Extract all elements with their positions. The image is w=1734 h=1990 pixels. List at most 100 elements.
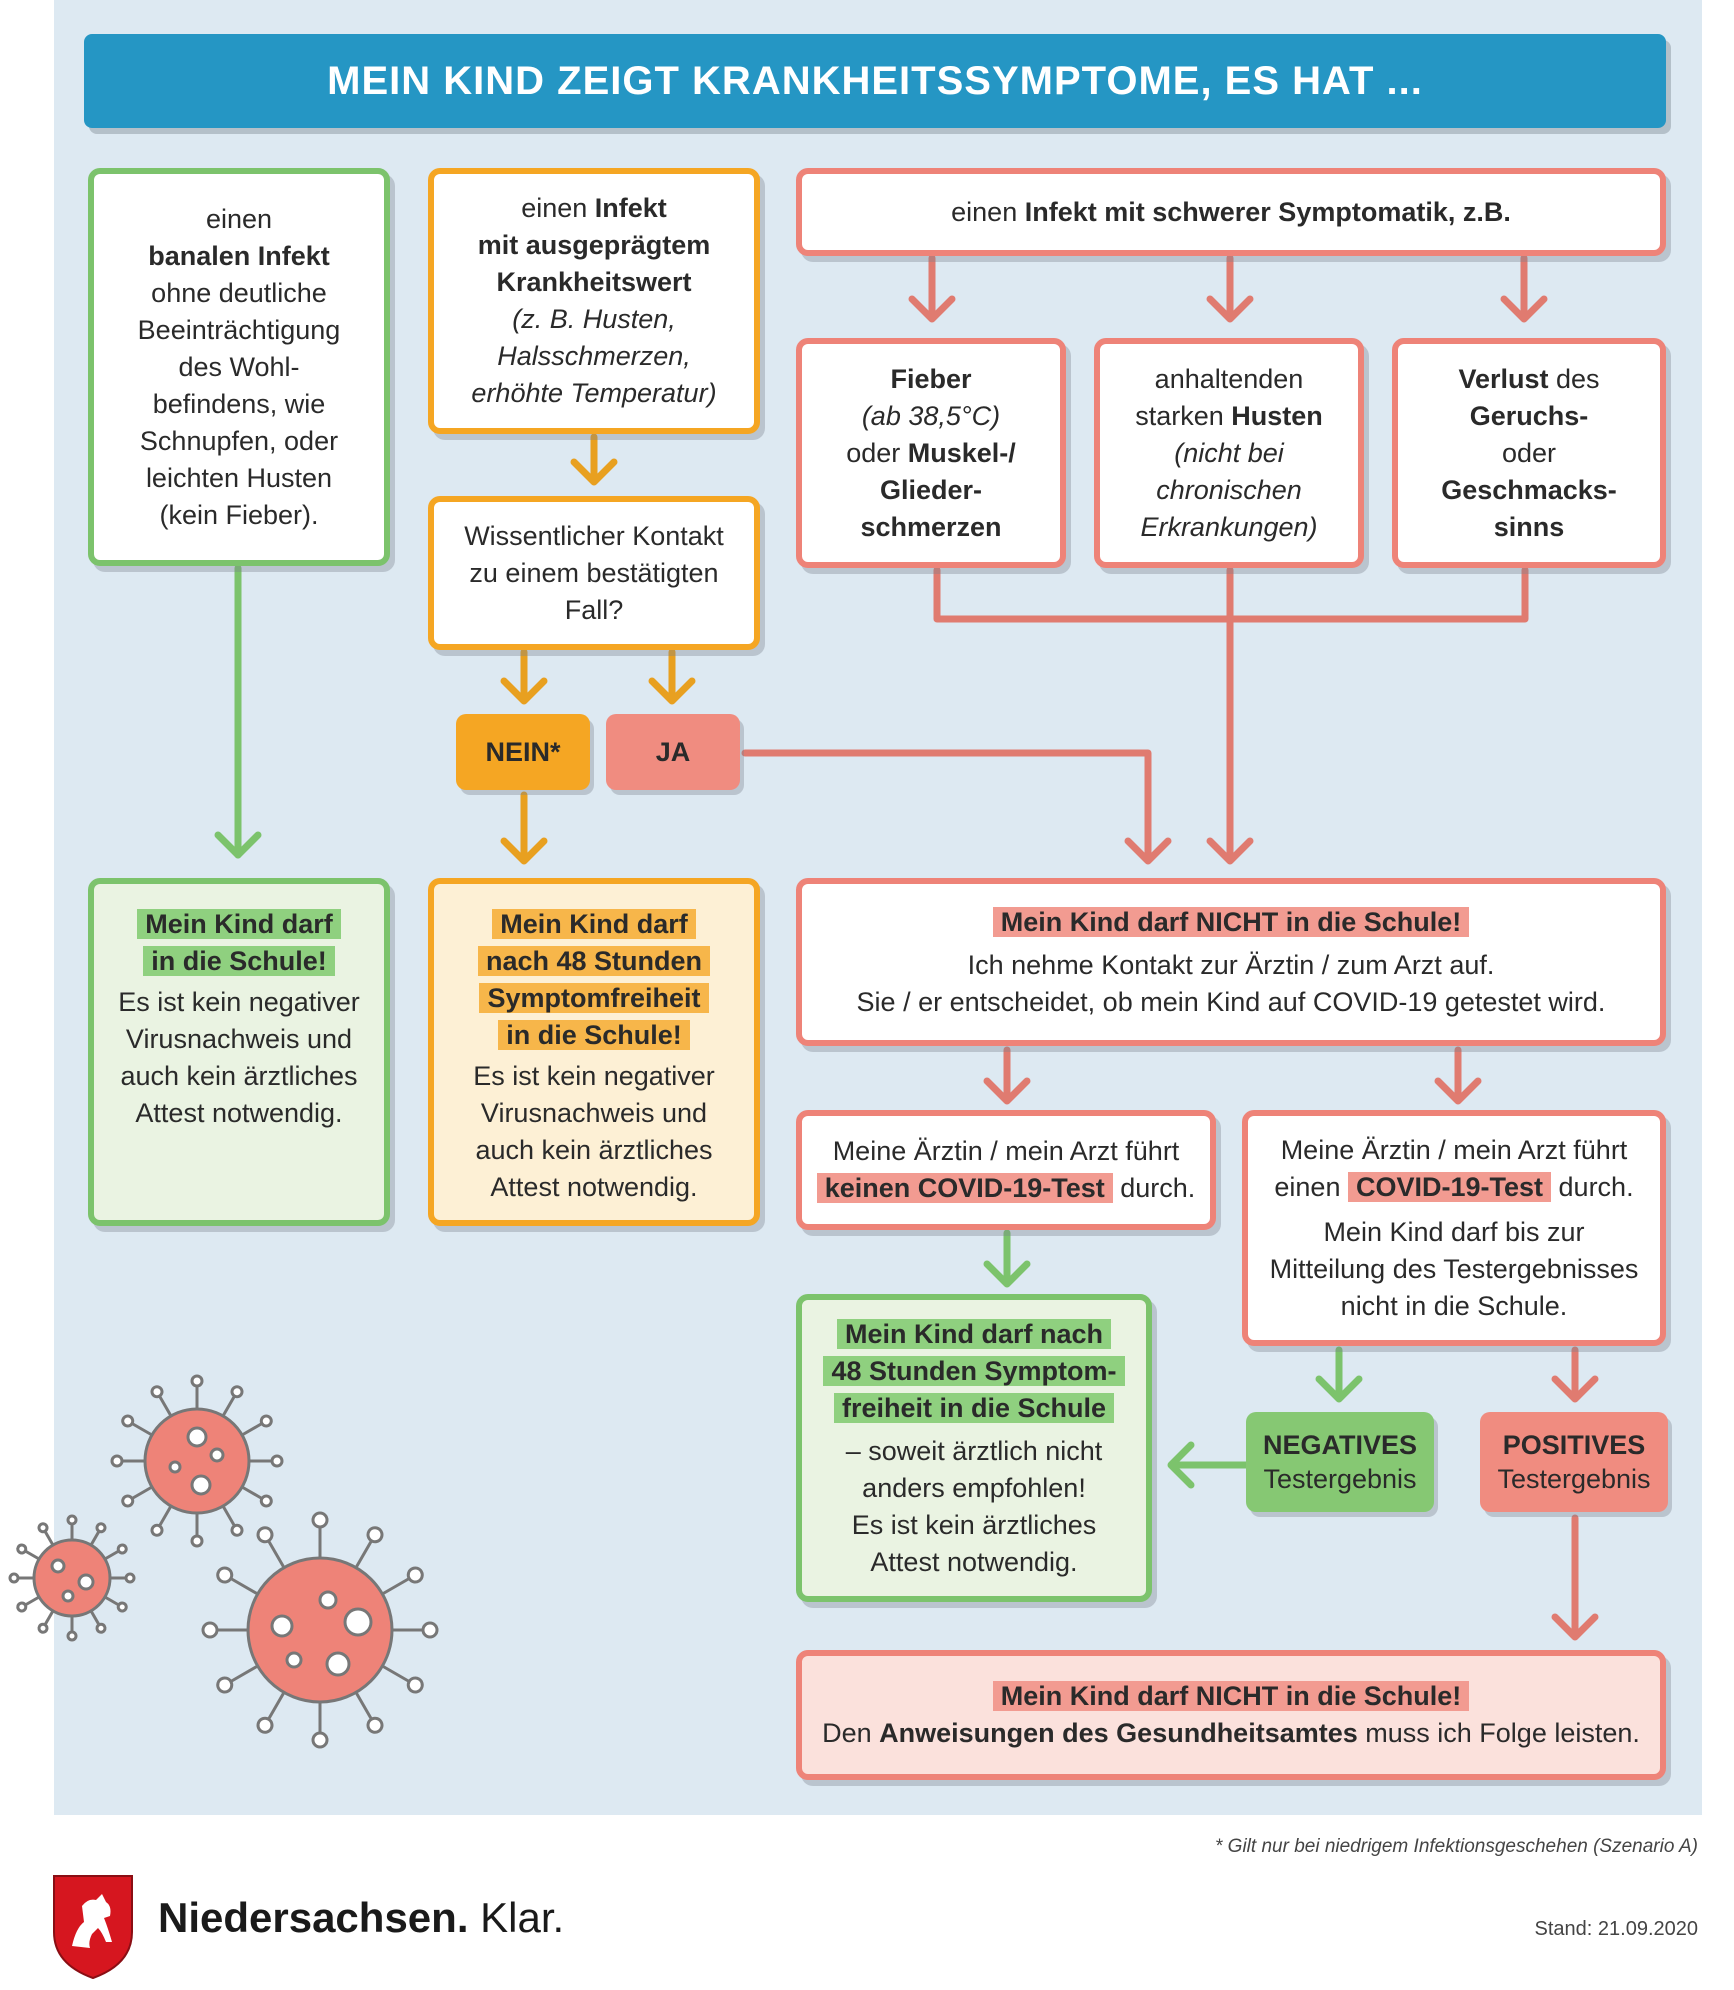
no-test-result-box: Mein Kind darf nach 48 Stunden Symptom- …: [796, 1294, 1152, 1602]
cough-line-strong: starken Husten: [1135, 400, 1323, 431]
after-48h-body: auch kein ärztliches: [475, 1135, 713, 1165]
loss-line-first: Verlust des: [1458, 363, 1600, 394]
after-48h-body: Attest notwendig.: [490, 1172, 698, 1202]
severe-infect-text: einen Infekt mit schwerer Symptomatik, z…: [951, 194, 1511, 231]
answer-yes-badge: JA: [606, 714, 740, 790]
no-test-result-title-wrap: Mein Kind darf nach 48 Stunden Symptom- …: [823, 1316, 1125, 1427]
banal-line: banalen Infekt: [148, 240, 330, 271]
loss-line: sinns: [1493, 511, 1565, 542]
no-test-box: Meine Ärztin / mein Arzt führt keinen CO…: [796, 1110, 1216, 1230]
arrow-banal-to-school: [214, 564, 262, 859]
marked-infect-line: (z. B. Husten,: [512, 304, 676, 334]
arrow-doctor-to-notest: [983, 1046, 1031, 1105]
arrow-contact-to-yes: [648, 648, 696, 705]
cough-box: anhaltenden starken Husten (nicht bei ch…: [1094, 338, 1364, 568]
negative-text: Testergebnis: [1263, 1464, 1417, 1494]
no-test-result-body: Es ist kein ärztliches: [851, 1509, 1097, 1540]
arrow-severe-to-cough: [1206, 254, 1254, 323]
arrow-negative-to-notest-result: [1167, 1441, 1250, 1489]
school-allowed-title-wrap: Mein Kind darf in die Schule!: [137, 906, 341, 980]
banal-line: leichten Husten: [145, 462, 333, 493]
smell-loss-box: Verlust des Geruchs- oder Geschmacks- si…: [1392, 338, 1666, 568]
virus-illustration: [8, 1374, 439, 1749]
school-allowed-body: Attest notwendig.: [135, 1098, 343, 1128]
cough-line: (nicht bei: [1174, 437, 1284, 468]
fever-line: schmerzen: [860, 511, 1002, 542]
arrow-notest-to-result: [983, 1229, 1031, 1288]
banal-line: ohne deutliche: [151, 277, 327, 308]
arrow-test-to-negative: [1315, 1346, 1363, 1403]
test-line-2: einen COVID-19-Test durch.: [1274, 1171, 1634, 1202]
negative-result-badge: NEGATIVES Testergebnis: [1246, 1412, 1434, 1512]
arrow-severe-to-fever: [908, 254, 956, 323]
arrow-contact-to-no: [500, 648, 548, 705]
positive-text: Testergebnis: [1497, 1464, 1651, 1494]
date-stamp: Stand: 21.09.2020: [1534, 1918, 1698, 1940]
after-48h-title: Symptomfreiheit: [479, 983, 709, 1013]
severe-infect-box: einen Infekt mit schwerer Symptomatik, z…: [796, 168, 1666, 256]
after-48h-title: Mein Kind darf: [492, 909, 696, 939]
school-allowed-title: Mein Kind darf: [137, 909, 341, 939]
after-48h-body: Es ist kein negativer: [473, 1061, 715, 1091]
brand-wordmark: Niedersachsen. Klar.: [158, 1894, 564, 1942]
fever-box: Fieber (ab 38,5°C) oder Muskel-/ Glieder…: [796, 338, 1066, 568]
niedersachsen-logo: [53, 1875, 133, 1980]
after-48h-body: Virusnachweis und: [480, 1098, 708, 1128]
school-after-48h-box: Mein Kind darf nach 48 Stunden Symptomfr…: [428, 878, 760, 1226]
doctor-title-wrap: Mein Kind darf NICHT in die Schule!: [992, 904, 1470, 941]
banal-line: einen: [205, 203, 273, 234]
loss-line: Geschmacks-: [1441, 474, 1617, 505]
arrow-infect-to-contact: [570, 433, 618, 486]
arrow-yes-to-doctor: [741, 749, 1172, 865]
answer-yes-label: JA: [655, 737, 691, 767]
page-title: MEIN KIND ZEIGT KRANKHEITSSYMPTOME, ES H…: [327, 58, 1423, 103]
banal-line: befindens, wie: [152, 388, 326, 419]
arrow-test-to-positive: [1551, 1346, 1599, 1403]
school-allowed-title: in die Schule!: [143, 946, 335, 976]
banal-line: Schnupfen, oder: [139, 425, 339, 456]
severe-bold: Infekt mit schwerer Symptomatik, z.B.: [1024, 196, 1511, 227]
marked-infect-box: einen Infekt mit ausgeprägtem Krankheits…: [428, 168, 760, 434]
loss-line: oder: [1501, 437, 1557, 468]
final-bold: Anweisungen des Gesundheitsamtes: [879, 1718, 1358, 1748]
doctor-title: Mein Kind darf NICHT in die Schule!: [992, 906, 1470, 937]
fever-line-or: oder Muskel-/: [846, 437, 1016, 468]
doctor-line: Ich nehme Kontakt zur Ärztin / zum Arzt …: [967, 949, 1495, 980]
positive-bold: POSITIVES: [1502, 1430, 1646, 1460]
final-prefix: Den: [822, 1718, 880, 1748]
contact-line: Wissentlicher Kontakt: [464, 520, 724, 551]
after-48h-title: in die Schule!: [498, 1020, 690, 1050]
doctor-line: Sie / er entscheidet, ob mein Kind auf C…: [856, 986, 1606, 1017]
contact-line: Fall?: [564, 594, 624, 625]
school-allowed-body: auch kein ärztliches: [120, 1061, 358, 1091]
cough-line: anhaltenden: [1154, 363, 1304, 394]
arrow-positive-to-final: [1551, 1514, 1599, 1641]
no-test-line-2: keinen COVID-19-Test durch.: [816, 1170, 1195, 1207]
contact-line: zu einem bestätigten: [469, 557, 719, 588]
banal-line: Beeinträchtigung: [137, 314, 341, 345]
no-test-result-body: Attest notwendig.: [870, 1546, 1078, 1577]
test-wait-line: nicht in die Schule.: [1340, 1290, 1568, 1321]
no-test-result-body: anders empfohlen!: [862, 1472, 1086, 1503]
marked-infect-line: Krankheitswert: [496, 267, 692, 297]
banal-infect-box: einen banalen Infekt ohne deutliche Beei…: [88, 168, 390, 566]
brand-light: Klar.: [468, 1894, 565, 1941]
school-allowed-body: Virusnachweis und: [125, 1024, 353, 1054]
final-title-wrap: Mein Kind darf NICHT in die Schule!: [992, 1678, 1470, 1715]
severe-prefix: einen: [951, 196, 1025, 227]
contact-doctor-box: Mein Kind darf NICHT in die Schule! Ich …: [796, 878, 1666, 1046]
test-wait-line: Mein Kind darf bis zur: [1323, 1216, 1585, 1247]
title-banner: MEIN KIND ZEIGT KRANKHEITSSYMPTOME, ES H…: [84, 34, 1666, 128]
negative-bold: NEGATIVES: [1262, 1430, 1418, 1460]
no-test-result-title: Mein Kind darf nach: [836, 1318, 1112, 1349]
cough-line: Erkrankungen): [1140, 511, 1318, 542]
no-test-result-title: 48 Stunden Symptom-: [823, 1355, 1125, 1386]
banal-line: (kein Fieber).: [159, 499, 319, 530]
school-allowed-body: Es ist kein negativer: [118, 987, 360, 1017]
marked-infect-line: mit ausgeprägtem: [477, 230, 711, 260]
covid-test-box: Meine Ärztin / mein Arzt führt einen COV…: [1242, 1110, 1666, 1346]
answer-no-label: NEIN*: [485, 737, 561, 767]
arrow-severe-to-loss: [1500, 254, 1548, 323]
marked-infect-first: einen Infekt: [521, 193, 667, 223]
